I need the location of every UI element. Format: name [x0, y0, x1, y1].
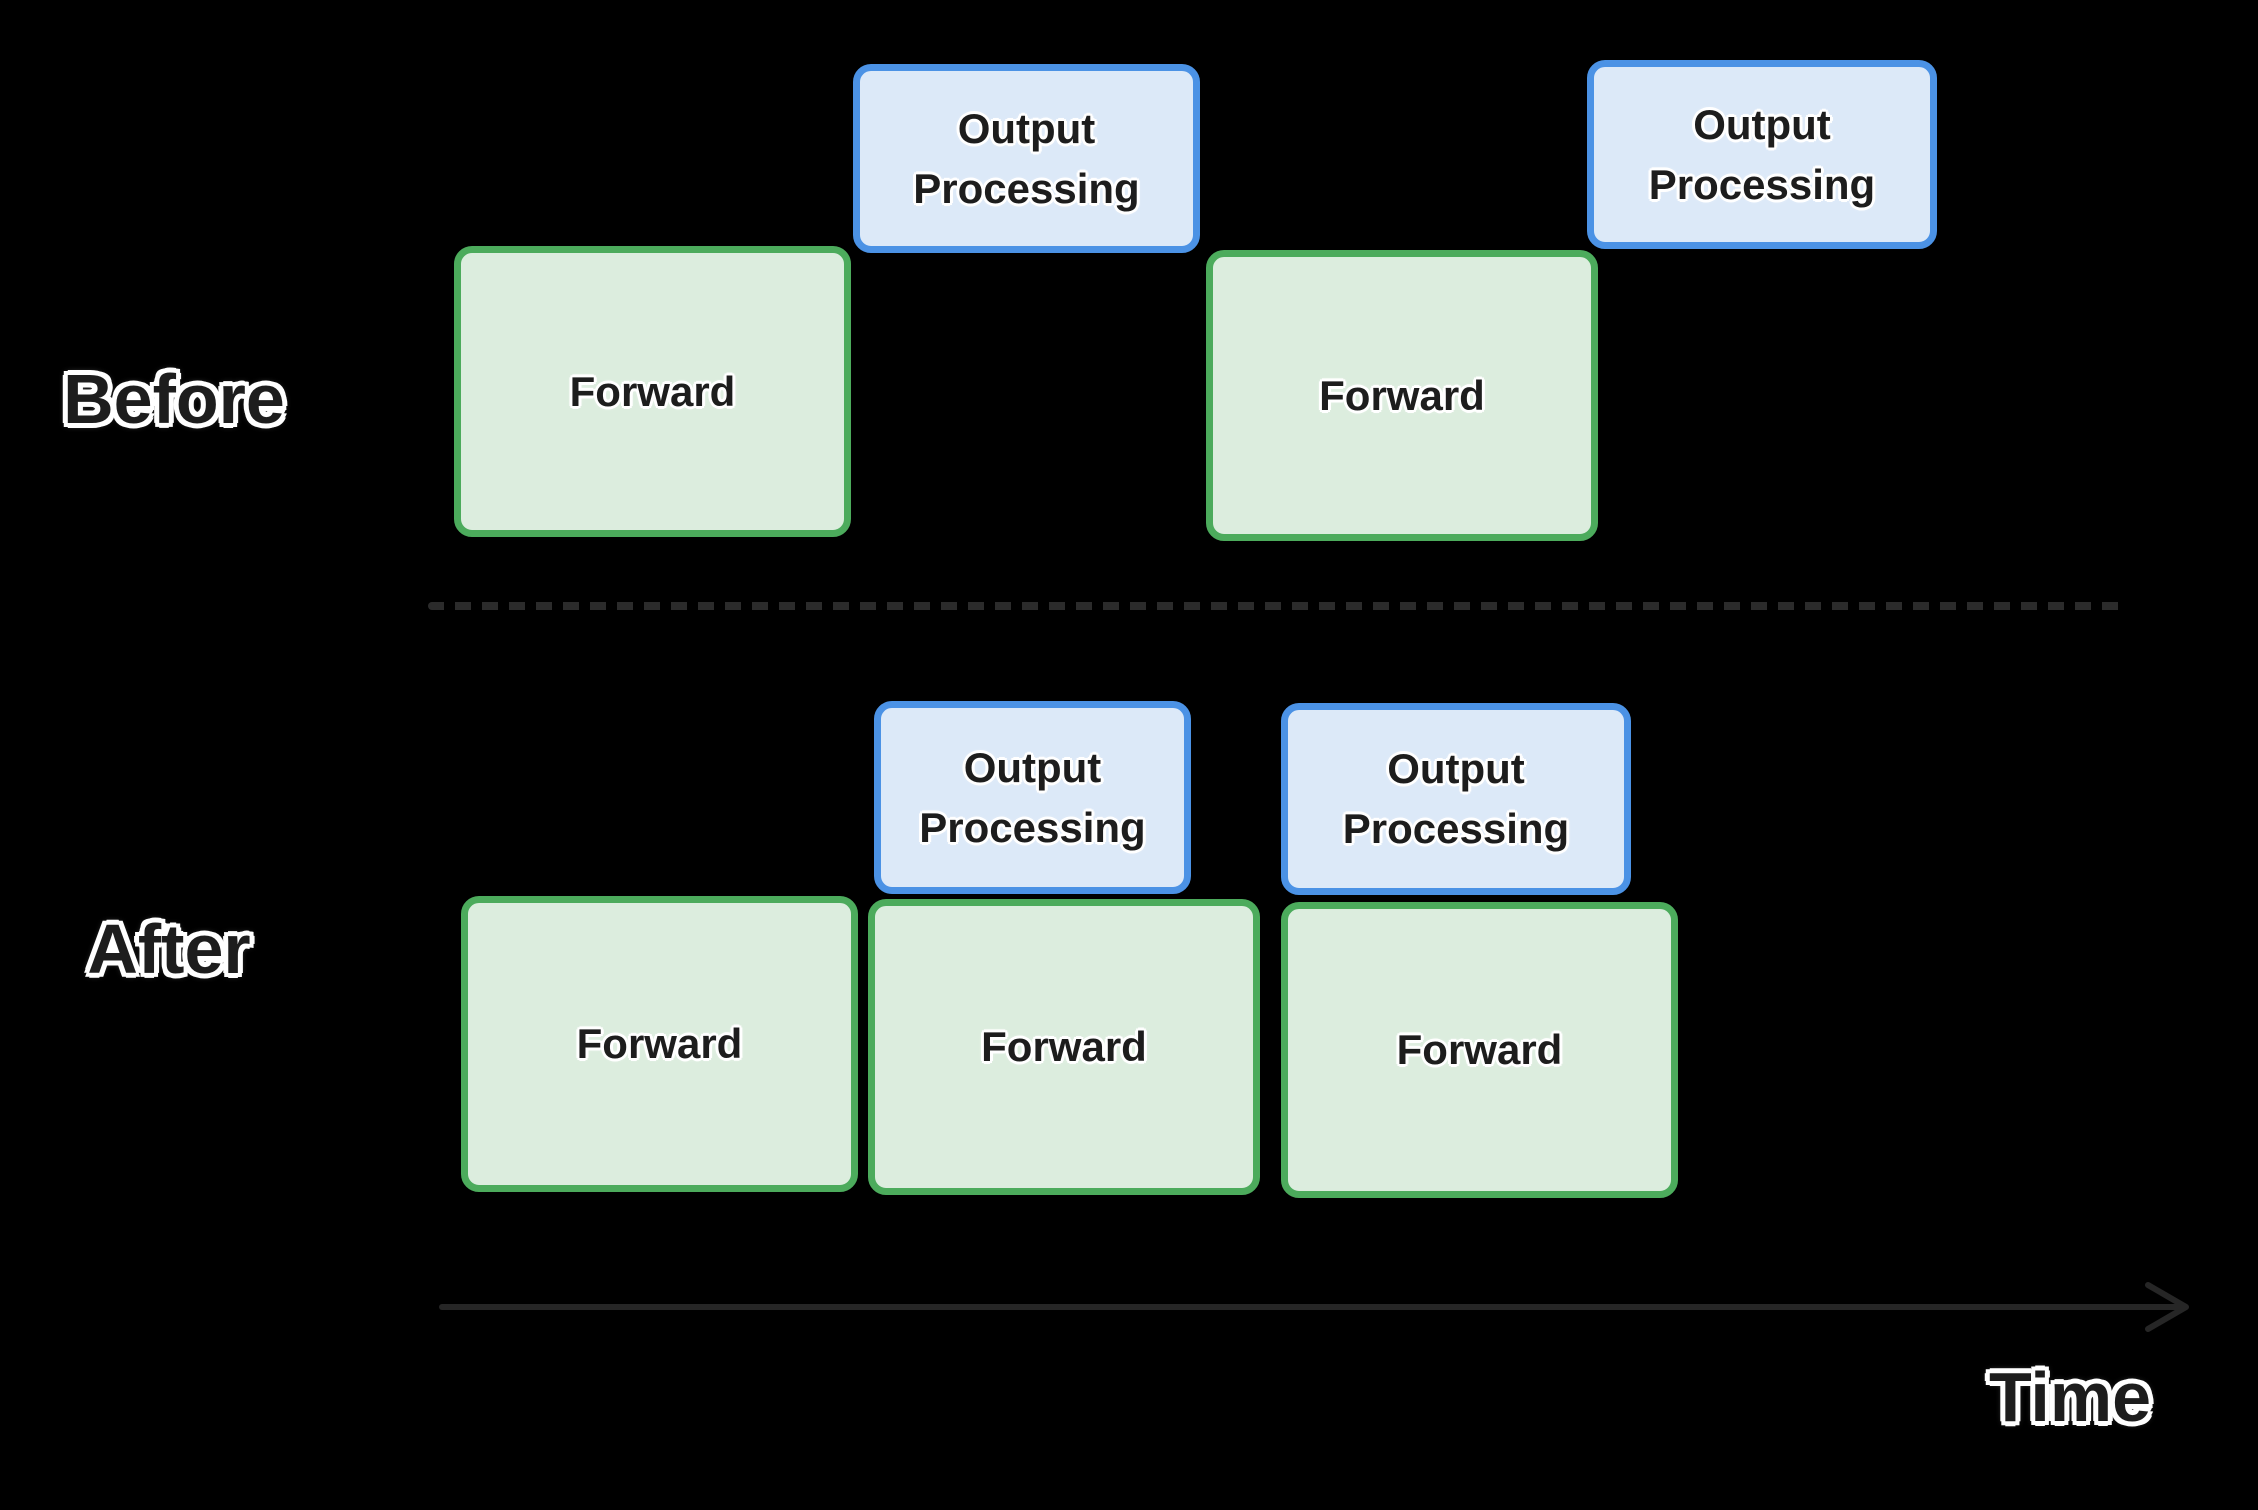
time-axis-label: Time — [1988, 1358, 2152, 1436]
output-processing-label-line2: Processing — [1342, 805, 1570, 852]
output-processing-label-line2: Processing — [919, 803, 1146, 851]
output-processing-box: Output Processing — [853, 64, 1200, 253]
forward-box-label: Forward — [1319, 371, 1485, 419]
output-processing-label-line1: Output — [1387, 745, 1525, 792]
forward-box-label: Forward — [569, 367, 736, 415]
output-processing-box: Output Processing — [874, 701, 1191, 894]
output-processing-label-line1: Output — [1693, 100, 1831, 148]
forward-box-label: Forward — [1396, 1026, 1563, 1073]
forward-box: Forward — [1281, 902, 1678, 1198]
forward-box-label: Forward — [981, 1023, 1147, 1070]
output-processing-box: Output Processing — [1281, 703, 1631, 895]
after-row-label: After — [87, 910, 251, 988]
output-processing-box: Output Processing — [1587, 60, 1937, 249]
divider-dashed-line — [428, 602, 2128, 610]
time-axis-arrow — [439, 1282, 2189, 1332]
before-row-label: Before — [63, 360, 285, 438]
forward-box-label: Forward — [576, 1020, 743, 1067]
arrowhead-icon — [2145, 1282, 2189, 1332]
output-processing-label-line2: Processing — [1648, 160, 1876, 208]
forward-box: Forward — [1206, 250, 1598, 541]
output-processing-label-line1: Output — [957, 104, 1096, 152]
forward-box: Forward — [868, 899, 1260, 1195]
forward-box: Forward — [454, 246, 851, 537]
output-processing-label-line2: Processing — [913, 164, 1140, 212]
forward-box: Forward — [461, 896, 858, 1192]
output-processing-label-line1: Output — [963, 743, 1102, 791]
